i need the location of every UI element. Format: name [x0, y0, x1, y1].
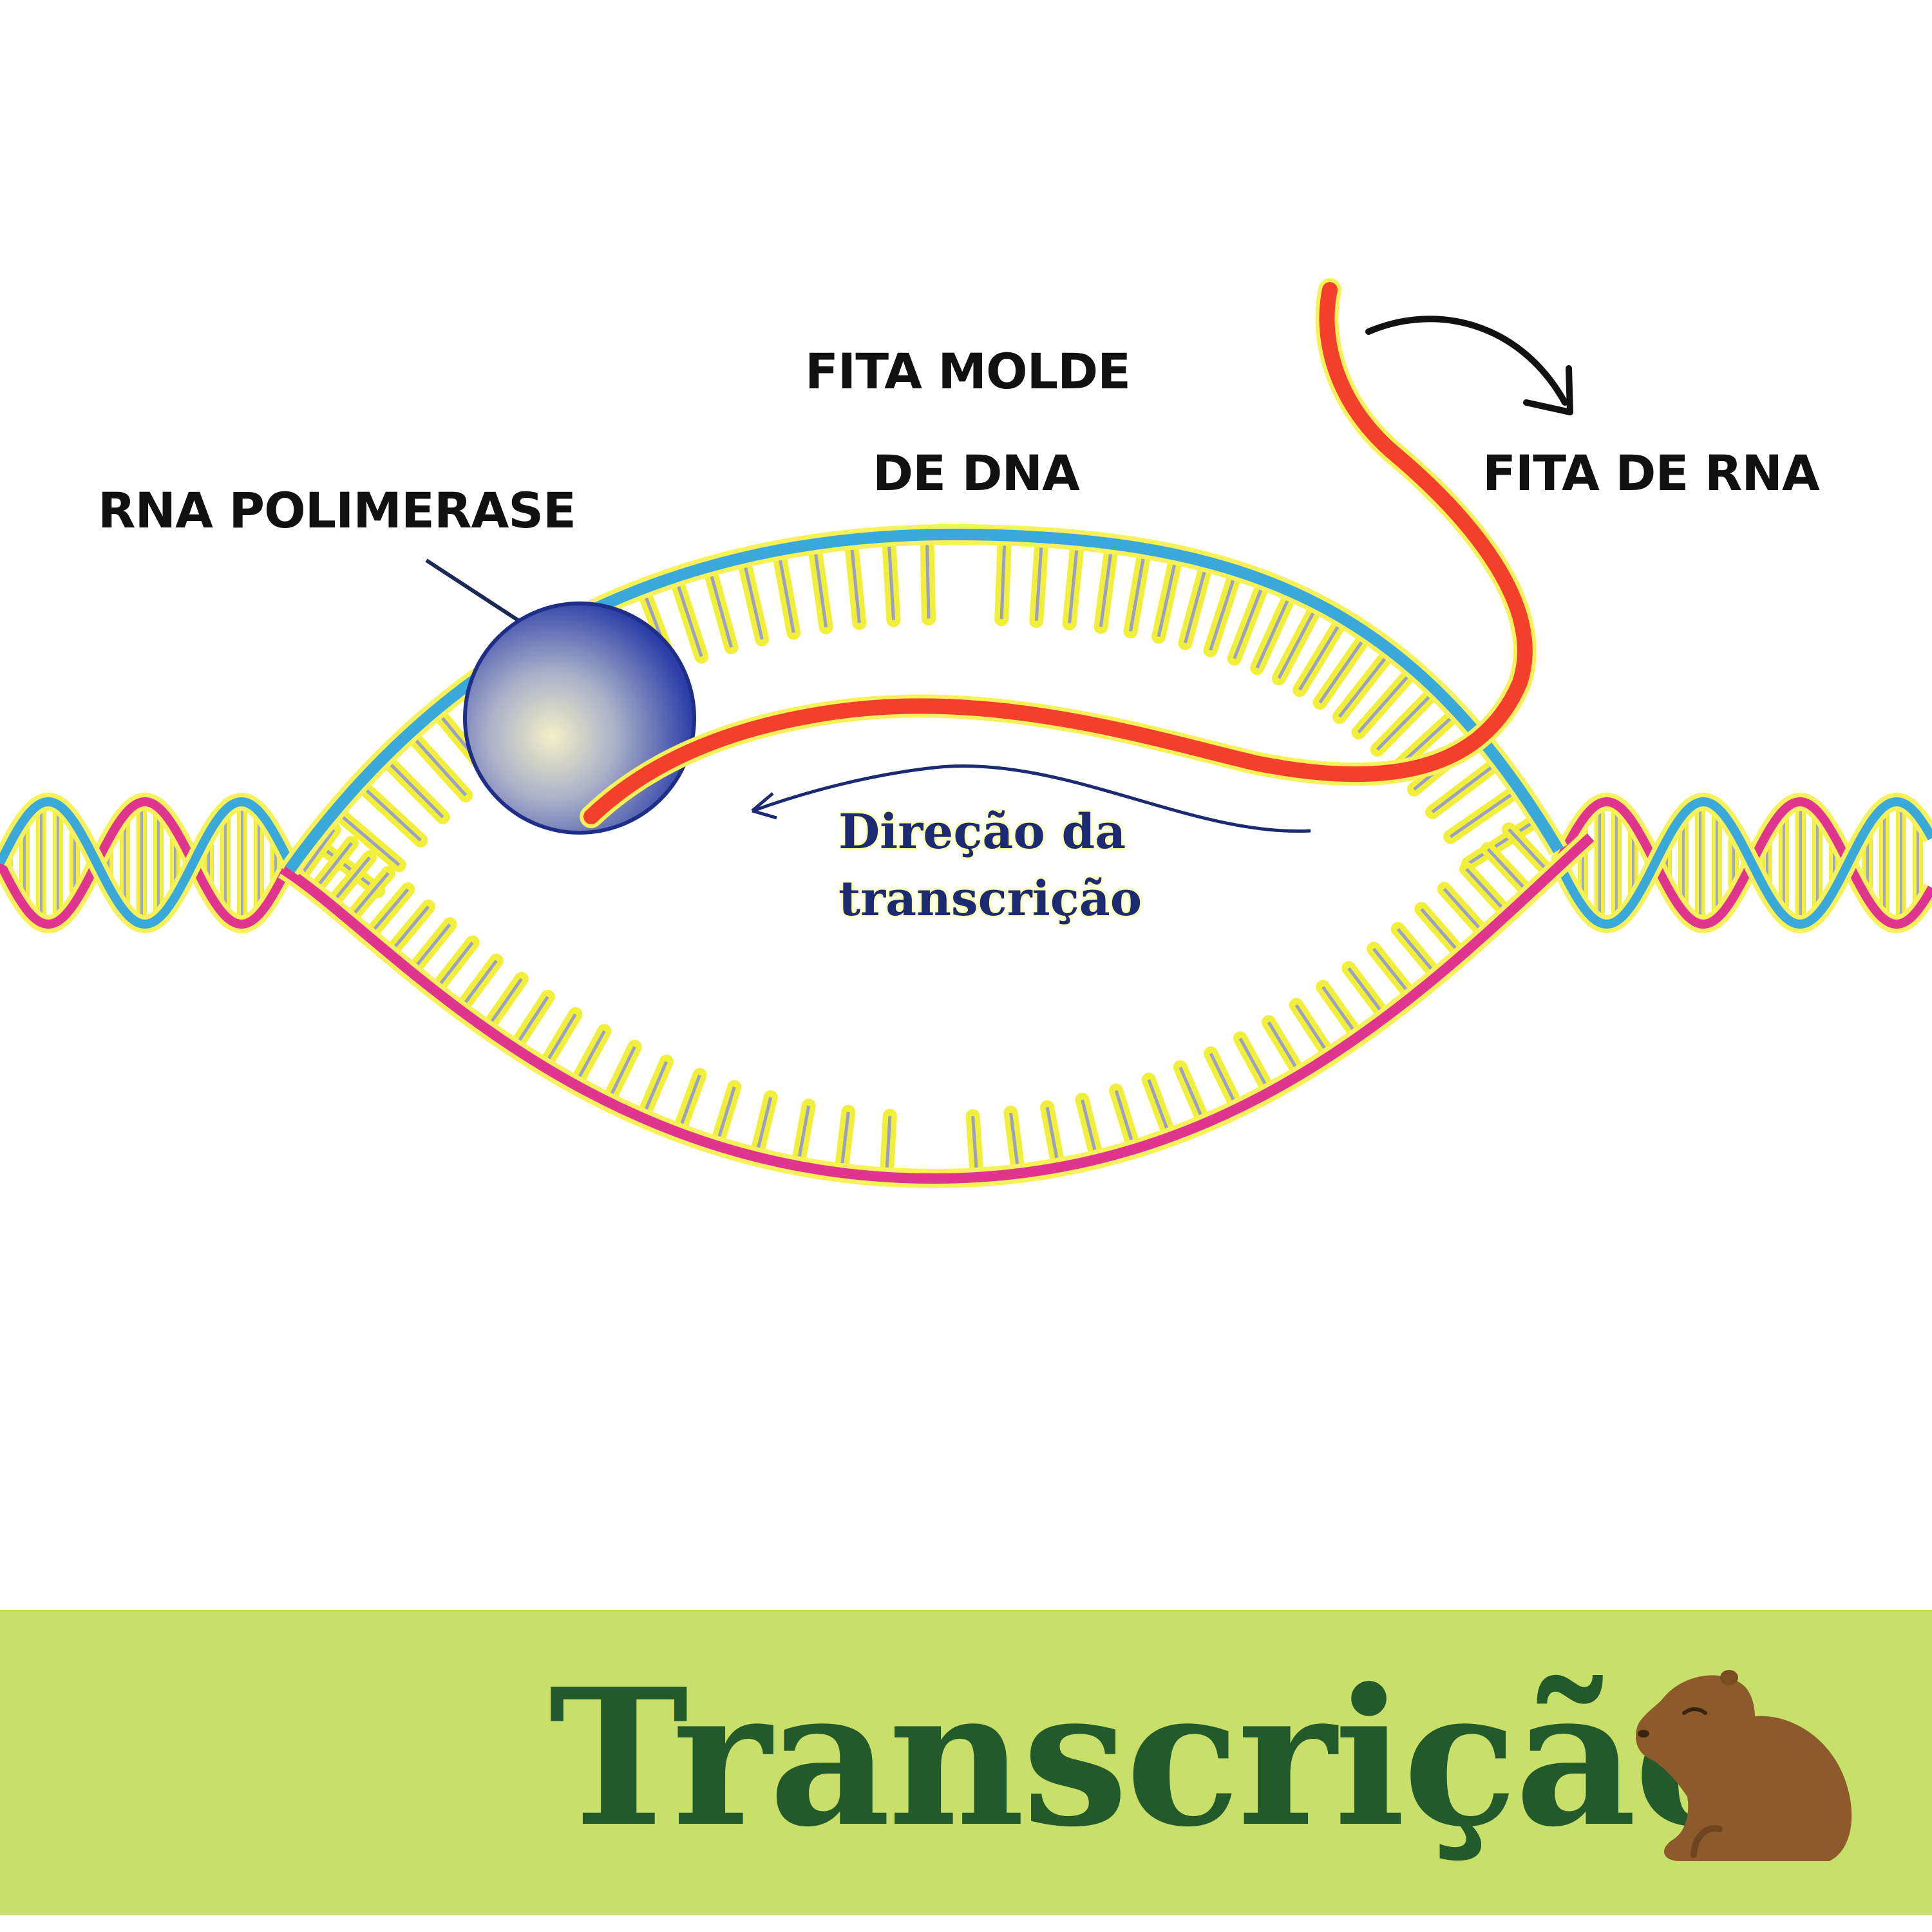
base-pair-rung — [1267, 1021, 1302, 1075]
base-pair-rung — [777, 549, 795, 633]
base-pair-rung — [707, 566, 733, 648]
base-pair-rung — [1179, 1066, 1206, 1124]
base-pair-rung — [1376, 688, 1437, 751]
base-pair-rung — [513, 996, 549, 1049]
label-direcao-line2: transcrição — [838, 871, 1142, 927]
base-pair-rung — [1357, 668, 1416, 734]
base-pair-rung — [674, 576, 703, 658]
base-pair-rung — [1034, 537, 1044, 621]
base-pair-rung — [1396, 928, 1439, 978]
base-pair-rung — [296, 828, 336, 880]
base-pair-rung — [1157, 554, 1179, 638]
base-pair-rung — [1420, 908, 1463, 956]
base-pair-rung — [347, 871, 390, 921]
base-pair-rung — [1318, 632, 1369, 704]
base-pair-rung — [408, 732, 468, 797]
label-fita-de-rna: FITA DE RNA — [1482, 444, 1820, 502]
base-pair-rung — [367, 888, 410, 938]
footer-title: Transcrição — [549, 1647, 1759, 1868]
base-pair-rung — [1009, 1112, 1020, 1174]
base-pair-rung — [542, 1013, 577, 1068]
label-rna-polimerase: RNA POLIMERASE — [98, 482, 576, 539]
label-fita-molde-line1: FITA MOLDE — [805, 343, 1131, 400]
label-direcao-line1: Direção da — [838, 804, 1126, 860]
label-fita-molde-line2: DE DNA — [873, 444, 1080, 502]
base-pair-rung — [754, 1097, 773, 1157]
base-pair-rung — [715, 1086, 736, 1146]
dna-template-strand-core — [285, 528, 1564, 873]
base-pair-rung — [1184, 562, 1209, 644]
polimerase-pointer-line — [425, 558, 526, 627]
base-pair-rung — [1431, 760, 1501, 813]
base-pair-rung — [885, 1115, 892, 1177]
rna-polymerase-enzyme — [463, 601, 696, 835]
base-pair-rung — [1147, 1079, 1172, 1138]
base-pair-rung — [1081, 1099, 1099, 1160]
base-pair-rung — [849, 539, 861, 623]
capybara-icon — [1636, 1670, 1852, 1861]
base-pair-rung — [812, 544, 828, 628]
base-pair-rung — [971, 1116, 979, 1178]
base-pair-rung — [1443, 887, 1487, 936]
base-pair-rung — [887, 536, 896, 621]
helix-strand-blue — [1554, 797, 1932, 929]
base-pair-rung — [1465, 867, 1510, 915]
transcription-diagram — [0, 278, 1932, 1189]
base-pair-rung — [573, 1030, 606, 1086]
base-pair-rung — [999, 535, 1007, 620]
base-pair-rung — [1209, 570, 1238, 651]
base-pair-rung — [383, 756, 444, 819]
base-pair-rung — [1238, 1037, 1271, 1094]
base-pair-rung — [459, 960, 498, 1011]
base-pair-rung — [388, 905, 430, 955]
base-pair-rung — [485, 978, 523, 1030]
base-pair-rung — [1294, 1004, 1332, 1057]
base-pair-rung — [677, 1074, 701, 1133]
dna-bottom-strand-core — [280, 833, 1595, 1184]
helix-strand-blue — [0, 797, 301, 929]
base-pair-rung — [1508, 828, 1552, 876]
base-pair-rung — [839, 1112, 850, 1173]
base-pair-rung — [1045, 1106, 1061, 1168]
base-pair-rung — [1068, 540, 1079, 624]
base-pair-rung — [1449, 788, 1520, 838]
base-pair-rung — [1277, 603, 1320, 679]
base-pair-rung — [312, 842, 353, 893]
base-pair-rung — [1209, 1052, 1240, 1110]
base-pair-rung — [641, 1061, 668, 1119]
base-pair-rung — [1298, 617, 1345, 691]
dna-double-helix-left — [0, 792, 305, 934]
base-pair-rung — [410, 923, 451, 973]
base-pair-rung — [1321, 986, 1360, 1038]
direction-arrow-line — [754, 764, 1311, 833]
helix-strand-pink — [0, 797, 301, 929]
base-pair-rung — [1114, 1090, 1136, 1150]
direction-arrow-head — [751, 792, 777, 820]
curved-arrow-head — [1523, 365, 1573, 415]
base-pair-rung — [1338, 650, 1392, 718]
base-pair-rung — [796, 1105, 811, 1166]
base-pair-rung — [358, 782, 422, 842]
base-pair-rung — [1129, 548, 1147, 632]
base-pair-rung — [741, 557, 764, 640]
dna-double-helix-right — [1550, 792, 1932, 934]
base-pair-rung — [1347, 967, 1387, 1018]
base-pair-rung — [329, 856, 371, 906]
base-pair-rung — [1099, 544, 1114, 627]
base-pair-rung — [334, 809, 401, 867]
footer-band — [0, 1610, 1932, 1915]
base-pair-rung — [1486, 848, 1531, 895]
base-pair-rung — [925, 535, 931, 619]
helix-strand-pink — [1554, 797, 1932, 929]
base-pair-rung — [433, 941, 474, 992]
base-pair-rung — [1467, 817, 1540, 866]
base-pair-rung — [1233, 580, 1266, 659]
rna-strand — [583, 282, 1533, 824]
base-pair-rung — [1372, 947, 1414, 998]
curved-arrow-icon — [1365, 316, 1568, 406]
base-pair-rung — [1255, 591, 1293, 669]
base-pair-rung — [606, 1046, 636, 1103]
